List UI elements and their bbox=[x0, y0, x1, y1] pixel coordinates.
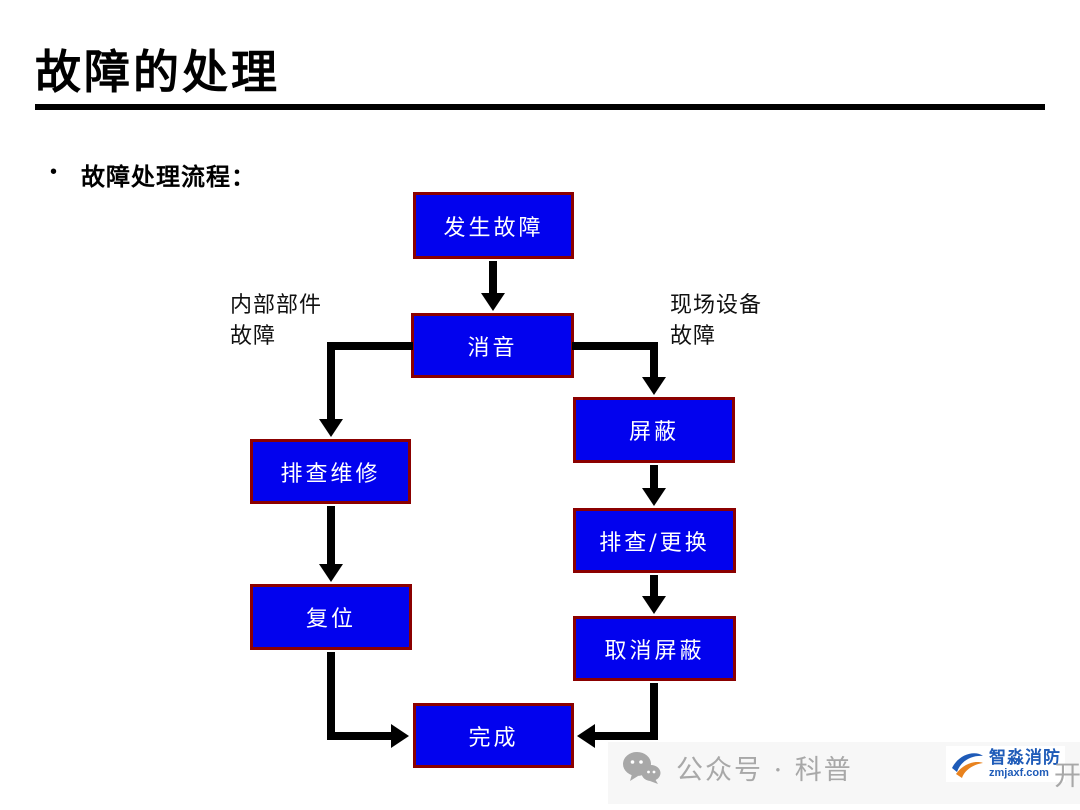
arrow-reset-to-done-head bbox=[391, 724, 409, 748]
branch-label-field-fault: 现场设备 故障 bbox=[670, 290, 762, 352]
arrow-silence-left-hline bbox=[327, 342, 413, 350]
arrow-shield-to-replace-line bbox=[650, 465, 658, 491]
flow-box-cancel-shield: 取消屏蔽 bbox=[573, 616, 736, 681]
arrow-shield-to-replace-head bbox=[642, 488, 666, 506]
arrow-repair-to-reset-line bbox=[327, 506, 335, 567]
arrow-silence-to-repair-head bbox=[319, 419, 343, 437]
branch-label-internal-line2: 故障 bbox=[230, 324, 277, 349]
arrow-fault-to-silence-line bbox=[489, 261, 497, 296]
arrow-silence-left-vline bbox=[327, 342, 335, 421]
arrow-reset-to-done-vline bbox=[327, 652, 335, 740]
watermark-row: 公众号 · 科普 bbox=[622, 748, 853, 787]
arrow-unshield-to-done-vline bbox=[650, 683, 658, 740]
branch-label-field-line2: 故障 bbox=[670, 324, 717, 349]
arrow-replace-to-unshield-head bbox=[642, 596, 666, 614]
arrow-unshield-to-done-head bbox=[577, 724, 595, 748]
branch-label-field-line1: 现场设备 bbox=[670, 293, 763, 318]
vendor-logo-url: zmjaxf.com bbox=[989, 767, 1049, 780]
bullet-marker: • bbox=[50, 161, 58, 183]
arrow-repair-to-reset-head bbox=[319, 564, 343, 582]
flow-box-inspect-replace: 排查/更换 bbox=[573, 508, 736, 573]
flow-box-reset: 复位 bbox=[250, 584, 412, 650]
flow-box-shield: 屏蔽 bbox=[573, 397, 735, 463]
watermark-trailing-char: 开 bbox=[1054, 761, 1080, 792]
bullet-text: 故障处理流程： bbox=[81, 162, 257, 191]
arrow-fault-to-silence-head bbox=[481, 293, 505, 311]
flow-box-inspect-repair: 排查维修 bbox=[250, 439, 411, 504]
arrow-reset-to-done-hline bbox=[327, 732, 391, 740]
page-title: 故障的处理 bbox=[35, 46, 280, 98]
arrow-silence-right-hline bbox=[572, 342, 658, 350]
flow-box-done: 完成 bbox=[413, 703, 574, 768]
branch-label-internal-line1: 内部部件 bbox=[230, 293, 323, 318]
wechat-icon bbox=[622, 750, 662, 786]
vendor-logo-icon bbox=[950, 748, 984, 780]
branch-label-internal-fault: 内部部件 故障 bbox=[230, 290, 322, 352]
title-underline bbox=[35, 104, 1045, 110]
flow-box-silence: 消音 bbox=[411, 313, 574, 378]
bullet-row: • 故障处理流程： bbox=[50, 157, 256, 192]
arrow-unshield-to-done-hline bbox=[595, 732, 658, 740]
arrow-silence-right-vline bbox=[650, 342, 658, 379]
watermark-account-text: 公众号 · 科普 bbox=[676, 755, 853, 786]
vendor-logo-name: 智淼消防 bbox=[989, 747, 1061, 767]
arrow-replace-to-unshield-line bbox=[650, 575, 658, 599]
flow-box-fault-occurs: 发生故障 bbox=[413, 192, 574, 259]
vendor-logo: 智淼消防 zmjaxf.com bbox=[946, 746, 1065, 782]
arrow-silence-to-shield-head bbox=[642, 377, 666, 395]
